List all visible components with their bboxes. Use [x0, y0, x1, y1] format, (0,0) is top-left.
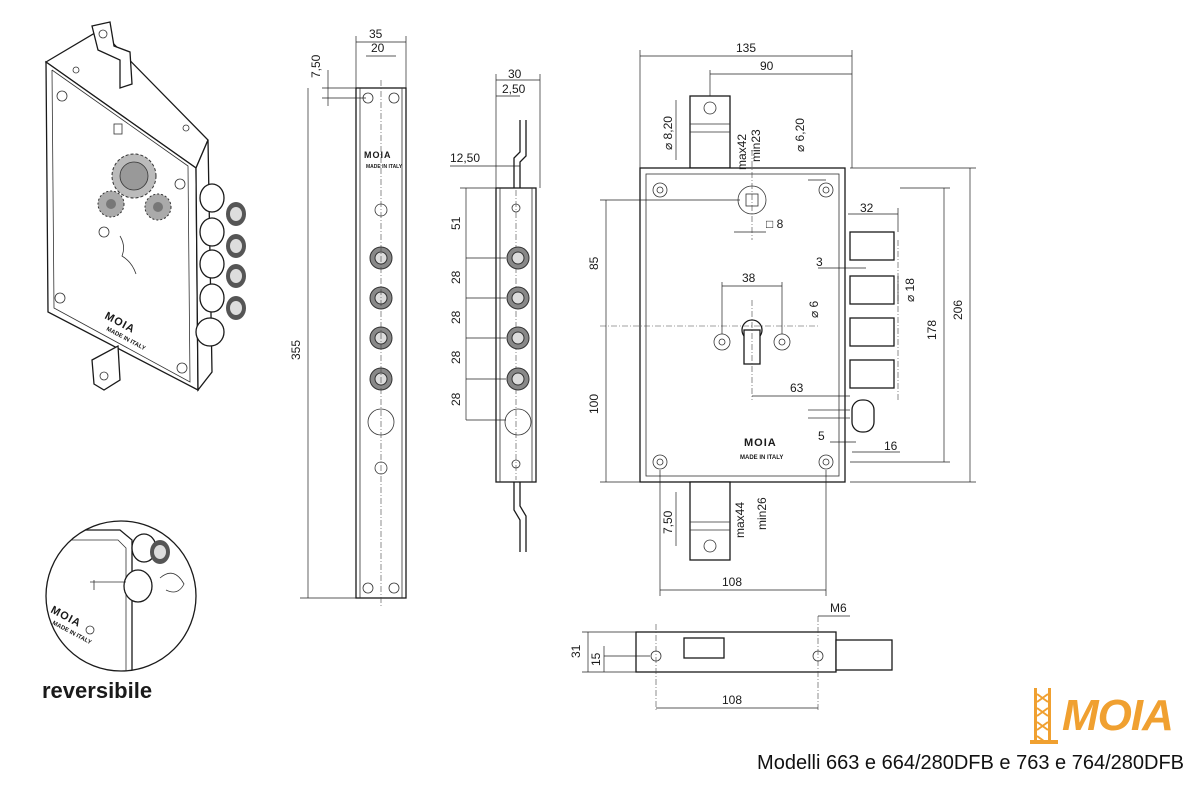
models-caption: Modelli 663 e 664/280DFB e 763 e 764/280… [757, 752, 1184, 774]
dim-32: 32 [860, 201, 874, 215]
dim-63: 63 [790, 381, 804, 395]
dim-side-30: 30 [508, 67, 522, 81]
dim-d6: ⌀ 6 [807, 300, 821, 318]
gear-mechanism-icon [97, 153, 172, 221]
dim-bottom-750: 7,50 [661, 510, 675, 534]
dim-5: 5 [818, 429, 825, 443]
dim-178: 178 [925, 320, 939, 340]
dim-sq8: □ 8 [766, 217, 784, 231]
dim-side-28-d: 28 [449, 392, 463, 406]
dim-d820: ⌀ 8,20 [661, 116, 675, 150]
dim-side-28-a: 28 [449, 270, 463, 284]
side-plate-view: 30 2,50 12,50 51 28 28 28 28 [449, 67, 541, 552]
front-plate-view: MOIA MADE IN ITALY 35 20 7,50 355 [289, 27, 407, 606]
bottom-plate-view: 31 15 M6 108 [569, 601, 893, 710]
dim-side-28-c: 28 [449, 350, 463, 364]
dim-15: 15 [589, 652, 603, 666]
dim-body-90: 90 [760, 59, 774, 73]
iso-bolts [195, 183, 246, 347]
dim-max44: max44 [733, 502, 747, 538]
body-screws [652, 182, 834, 470]
dim-38: 38 [742, 271, 756, 285]
dim-d18: ⌀ 18 [903, 278, 917, 302]
dim-85: 85 [587, 256, 601, 270]
dim-31: 31 [569, 644, 583, 658]
front-made-in-italy: MADE IN ITALY [366, 164, 403, 170]
dim-min23: min23 [749, 129, 763, 162]
dim-side-51: 51 [449, 216, 463, 230]
body-made-in-italy: MADE IN ITALY [740, 455, 783, 461]
dim-body-135: 135 [736, 41, 756, 55]
dim-206: 206 [951, 300, 965, 320]
dim-3: 3 [816, 255, 823, 269]
dim-front-355: 355 [289, 340, 303, 360]
dim-front-750: 7,50 [309, 54, 323, 78]
reversible-label: reversibile [42, 678, 153, 703]
side-bolt-heads [504, 246, 532, 436]
isometric-lock-view: MOIA MADE IN ITALY [44, 21, 246, 392]
lock-body-view: MOIA MADE IN ITALY 135 90 ⌀ 8,20 max42 m… [587, 41, 976, 596]
dim-front-20: 20 [371, 41, 385, 55]
dim-side-28-b: 28 [449, 310, 463, 324]
dim-m6: M6 [830, 601, 847, 615]
front-brand-text: MOIA [364, 150, 392, 160]
brand-tower-icon [1030, 688, 1058, 745]
dim-front-35: 35 [369, 27, 383, 41]
dim-min26: min26 [755, 497, 769, 530]
reversible-detail: MOIA MADE IN ITALY [45, 520, 197, 672]
body-bolts [808, 231, 895, 433]
dim-max42: max42 [735, 134, 749, 170]
body-brand-text: MOIA [744, 437, 777, 449]
dim-100: 100 [587, 394, 601, 414]
dim-108-a: 108 [722, 575, 742, 589]
brand-logo: MOIA [1030, 688, 1190, 745]
dim-16: 16 [884, 439, 898, 453]
dim-side-250: 2,50 [502, 82, 526, 96]
dim-side-1250: 12,50 [450, 151, 480, 165]
brand-name: MOIA [1062, 691, 1174, 740]
dim-108-b: 108 [722, 693, 742, 707]
dim-d620: ⌀ 6,20 [793, 118, 807, 152]
